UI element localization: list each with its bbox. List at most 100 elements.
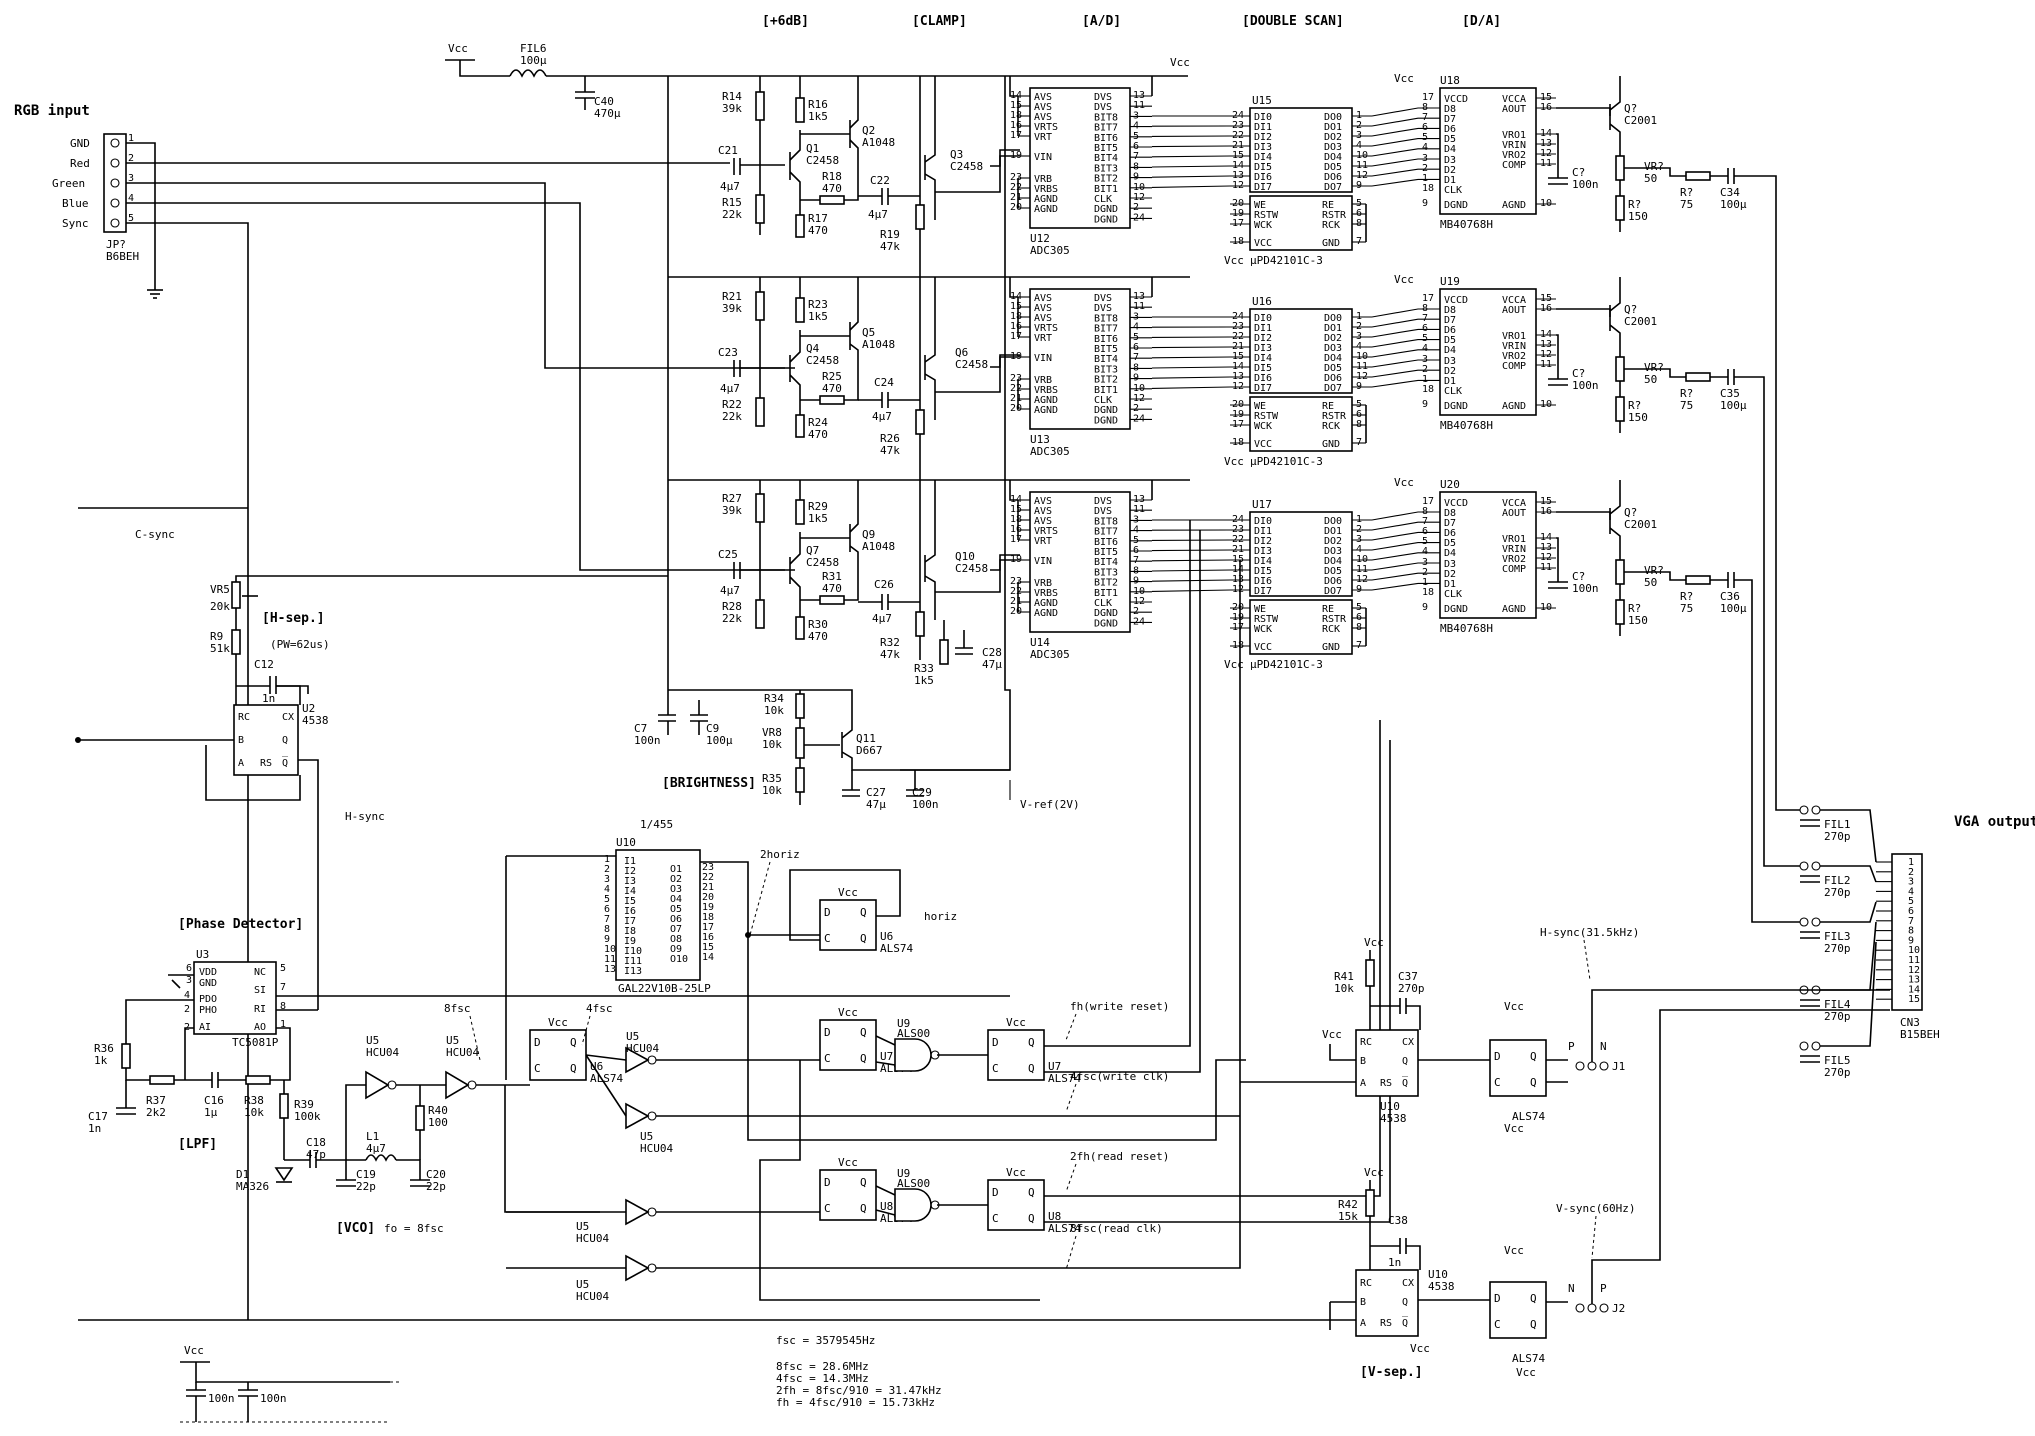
channel-converters: U12ADC305AVS14AVS15AVS18VRTS16VRT17VIN19… [990, 72, 1599, 267]
svg-text:C21: C21 [718, 144, 738, 157]
svg-text:L1: L1 [366, 1130, 379, 1143]
svg-text:Q: Q [1402, 1056, 1408, 1067]
pin-label: VRB [1034, 174, 1052, 185]
note-2fh: 2fh = 8fsc/910 = 31.47kHz [776, 1384, 942, 1397]
svg-text:C38: C38 [1388, 1214, 1408, 1227]
input-pin: Sync 5 [62, 213, 134, 230]
v-sep-title: [V-sep.] [1360, 1365, 1423, 1380]
svg-text:Q3: Q3 [950, 148, 963, 161]
svg-text:U5: U5 [366, 1034, 379, 1047]
svg-text:D: D [1494, 1050, 1501, 1063]
brightness-section: R34 10k VR8 10k R35 10k Q11 D667 [BRIGHT… [634, 620, 1080, 811]
pin-number: 23 [1010, 576, 1022, 587]
svg-text:39k: 39k [722, 102, 742, 115]
pin-label: D1 [1444, 175, 1456, 186]
pin-number: 4 [1422, 142, 1428, 153]
ff-q: Q [860, 1176, 867, 1189]
gal-input-pin: I8 [624, 926, 636, 937]
svg-text:RC: RC [238, 712, 250, 723]
output-resistor-value: 150 [1628, 210, 1648, 223]
pin-number: 15 [1010, 301, 1022, 312]
pin-label: D3 [1444, 356, 1456, 367]
svg-text:Green: Green [52, 177, 85, 190]
pin-number: 18 [1422, 587, 1434, 598]
svg-text:C: C [1494, 1318, 1501, 1331]
pin-label: VRO1 [1502, 130, 1526, 141]
pin-label: DI7 [1254, 586, 1272, 597]
svg-text:A: A [1360, 1318, 1366, 1329]
pin-number: 21 [1232, 544, 1244, 555]
svg-text:Red: Red [70, 157, 90, 170]
pin-label: AGND [1502, 401, 1526, 412]
pin-number: 2 [604, 864, 610, 875]
pin-label: VCCD [1444, 498, 1468, 509]
decoupling-caps: Vcc 100n 100n [180, 1344, 400, 1423]
coupling-cap-ref: C36 [1720, 590, 1740, 603]
adc-ref: U14 [1030, 636, 1050, 649]
dac-part: MB40768H [1440, 622, 1493, 635]
pin-number: 19 [702, 902, 714, 913]
pin-number: 23 [1010, 172, 1022, 183]
channel-blue: R27 39k R28 22k C25 4µ7 Q7 C2458 R29 1k5… [718, 480, 1020, 661]
svg-text:D667: D667 [856, 744, 883, 757]
pin-number: 16 [1010, 120, 1022, 131]
adc-part: ADC305 [1030, 648, 1070, 661]
svg-text:RC: RC [1360, 1037, 1372, 1048]
pin-number: 22 [1232, 130, 1244, 141]
trimmer-ref: VR? [1644, 564, 1664, 577]
pin-label: DI3 [1254, 142, 1272, 153]
pin-label: DI6 [1254, 172, 1272, 183]
ff-d: D [824, 906, 831, 919]
vga-pin-number: 15 [1908, 994, 1920, 1005]
vcc-label: Vcc [838, 1156, 858, 1169]
svg-text:N: N [1600, 1040, 1607, 1053]
gal-output-pin: O5 [670, 904, 682, 915]
svg-text:TC5081P: TC5081P [232, 1036, 279, 1049]
svg-text:15k: 15k [1338, 1210, 1358, 1223]
svg-text:Vcc: Vcc [184, 1344, 204, 1357]
ff-qn: Q [860, 1202, 867, 1215]
pin-label: VCCA [1502, 498, 1526, 509]
pin-label: DGND [1094, 405, 1118, 416]
h-sep-title: [H-sep.] [262, 611, 325, 626]
svg-text:D1: D1 [236, 1168, 249, 1181]
pin-number: 7 [1422, 313, 1428, 324]
pin-label: D2 [1444, 165, 1456, 176]
svg-text:C16: C16 [204, 1094, 224, 1107]
output-resistor-value: 150 [1628, 614, 1648, 627]
gal-input-pin: I10 [624, 946, 642, 957]
pin-label: VRBS [1034, 184, 1058, 195]
svg-text:1n: 1n [262, 692, 275, 705]
svg-text:U2: U2 [302, 702, 315, 715]
gal-input-pin: I1 [624, 856, 636, 867]
pin-label: DI3 [1254, 546, 1272, 557]
lpf-title: [LPF] [178, 1137, 217, 1152]
svg-text:Q̅: Q̅ [282, 756, 289, 769]
svg-text:100n: 100n [260, 1392, 287, 1405]
svg-text:CX: CX [1402, 1037, 1414, 1048]
adc-part: ADC305 [1030, 445, 1070, 458]
v-ref-label: V-ref(2V) [1020, 798, 1080, 811]
svg-text:R21: R21 [722, 290, 742, 303]
trimmer-value: 50 [1644, 172, 1657, 185]
trimmer-value: 50 [1644, 576, 1657, 589]
pin-number: 13 [1232, 170, 1244, 181]
memory-ref: U16 [1252, 295, 1272, 308]
header-clamp: [CLAMP] [912, 14, 967, 29]
svg-text:Vcc: Vcc [1504, 1122, 1524, 1135]
gate-part: ALS00 [897, 1177, 930, 1190]
input-connector-part: B6BEH [106, 250, 139, 263]
pin-label: BIT8 [1094, 112, 1118, 123]
inverter [625, 1254, 657, 1282]
svg-text:4: 4 [184, 990, 190, 1001]
fsc4-write-clk-label: 4fsc(write clk) [1070, 1070, 1169, 1083]
svg-text:U10: U10 [1428, 1268, 1448, 1281]
svg-text:U3: U3 [196, 948, 209, 961]
series-resistor-value: 75 [1680, 602, 1693, 615]
vcc-label: Vcc [838, 1006, 858, 1019]
pin-label: DI0 [1254, 516, 1272, 527]
note-8fsc: 8fsc = 28.6MHz [776, 1360, 869, 1373]
ff-part: ALS74 [1048, 1222, 1081, 1235]
pin-label: D5 [1444, 335, 1456, 346]
svg-text:VDD: VDD [199, 967, 217, 978]
